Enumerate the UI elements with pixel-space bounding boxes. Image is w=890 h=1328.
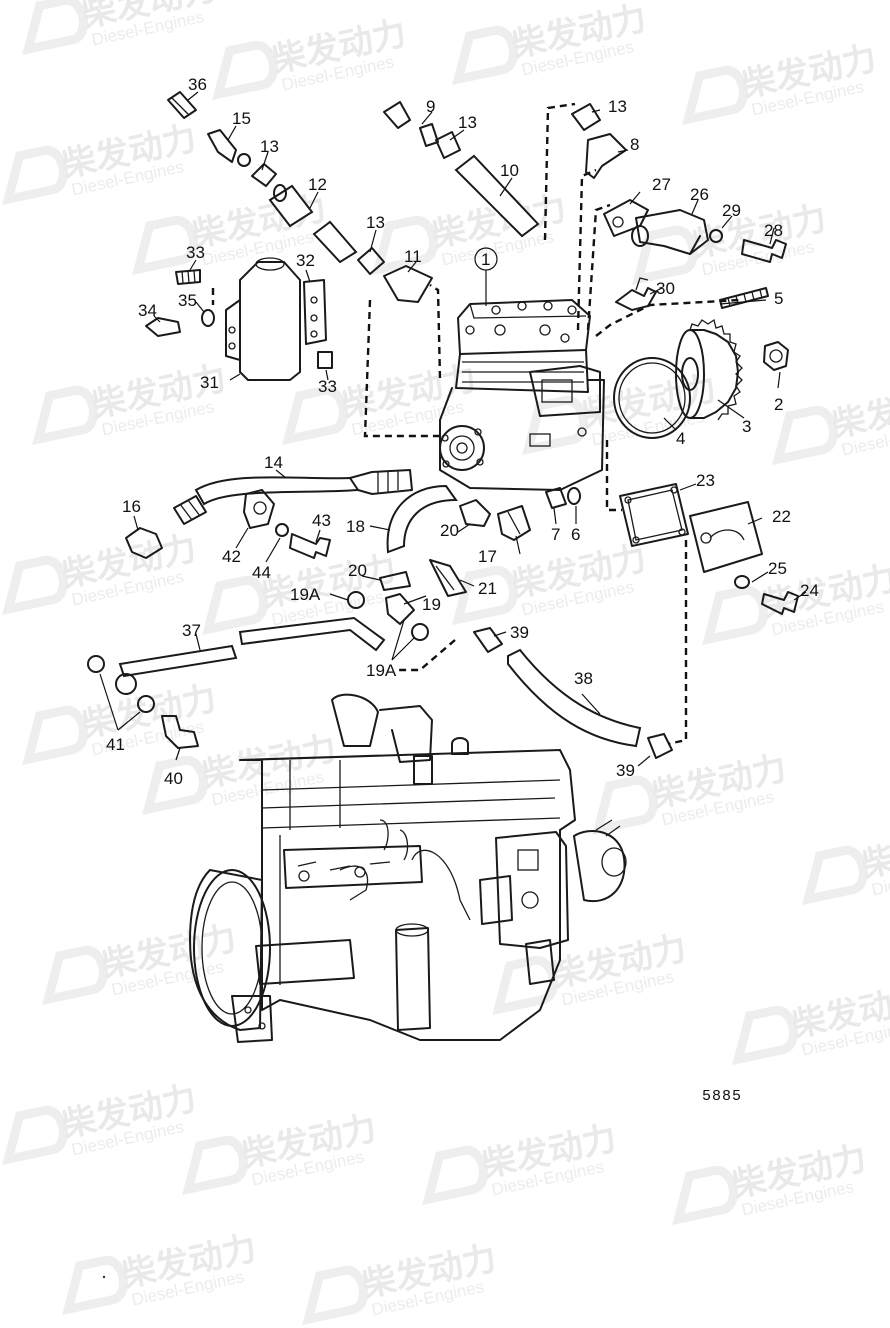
callout-18: 18	[346, 517, 365, 536]
callout-17: 17	[478, 547, 497, 566]
callout-31: 31	[200, 373, 219, 392]
watermark: 柴发动力 Diesel-Engines	[182, 1108, 380, 1196]
watermark: 柴发动力 Diesel-Engines	[2, 1078, 200, 1166]
callout-19a-top: 19A	[290, 585, 321, 604]
callout-5: 5	[774, 289, 783, 308]
watermark: 柴发动力 Diesel-Engines	[682, 38, 880, 126]
callout-25: 25	[768, 559, 787, 578]
callout-12: 12	[308, 175, 327, 194]
callout-34: 34	[138, 301, 157, 320]
callout-36: 36	[188, 75, 207, 94]
callout-43: 43	[312, 511, 331, 530]
air-compressor	[439, 299, 605, 491]
callout-32: 32	[296, 251, 315, 270]
watermark: 柴发动力 Diesel-Engines	[732, 978, 890, 1066]
callout-13-d: 13	[366, 213, 385, 232]
callout-33-top: 33	[186, 243, 205, 262]
callout-14: 14	[264, 453, 283, 472]
callout-13-a: 13	[458, 113, 477, 132]
callout-22: 22	[772, 507, 791, 526]
watermark: 柴发动力 Diesel-Engines	[22, 0, 220, 56]
callout-40: 40	[164, 769, 183, 788]
callout-38: 38	[574, 669, 593, 688]
callout-41: 41	[106, 735, 125, 754]
callout-29: 29	[722, 201, 741, 220]
callout-15: 15	[232, 109, 251, 128]
callout-44: 44	[252, 563, 271, 582]
watermark: 柴发动力 Diesel-Engines	[62, 1228, 260, 1316]
callout-26: 26	[690, 185, 709, 204]
callout-19a-bottom: 19A	[366, 661, 397, 680]
watermark: 柴发动力 Diesel-Engines	[452, 0, 650, 86]
watermark: 柴发动力 Diesel-Engines	[422, 1118, 620, 1206]
callout-20-bottom: 20	[348, 561, 367, 580]
callout-1: 1	[481, 250, 490, 269]
watermark: 柴发动力 Diesel-Engines	[302, 1238, 500, 1326]
hose-assembly-14	[125, 469, 413, 559]
engine-block-outline	[189, 693, 627, 1043]
hose-assembly-18	[347, 484, 581, 641]
callout-9: 9	[426, 97, 435, 116]
callout-13-b: 13	[608, 97, 627, 116]
callout-27: 27	[652, 175, 671, 194]
callout-16: 16	[122, 497, 141, 516]
callout-8: 8	[630, 135, 639, 154]
watermark: 柴发动力 Diesel-Engines	[2, 528, 200, 616]
callout-39-top: 39	[510, 623, 529, 642]
air-dryer-unit	[145, 257, 333, 381]
callout-24: 24	[800, 581, 819, 600]
assembly-lines	[211, 102, 741, 746]
watermark: 柴发动力 Diesel-Engines	[282, 358, 480, 446]
callout-4: 4	[676, 429, 685, 448]
callout-30: 30	[656, 279, 675, 298]
figure-number: 5885	[702, 1088, 742, 1105]
drive-gear-assembly	[613, 287, 789, 439]
leader-lines	[99, 91, 807, 767]
callout-39-bottom: 39	[616, 761, 635, 780]
callout-2: 2	[774, 395, 783, 414]
callout-21: 21	[478, 579, 497, 598]
callout-7: 7	[551, 525, 560, 544]
callout-11: 11	[404, 247, 422, 266]
callout-23: 23	[696, 471, 715, 490]
callout-3: 3	[742, 417, 751, 436]
outlet-fittings	[603, 199, 787, 311]
watermark: 柴发动力 Diesel-Engines	[802, 818, 890, 906]
callout-10: 10	[500, 161, 519, 180]
callout-28: 28	[764, 221, 783, 240]
callout-13-c: 13	[260, 137, 279, 156]
callout-19: 19	[422, 595, 441, 614]
callout-42: 42	[222, 547, 241, 566]
watermark: 柴发动力 Diesel-Engines	[772, 378, 890, 466]
callout-6: 6	[571, 525, 580, 544]
callout-33-bottom: 33	[318, 377, 337, 396]
speck	[102, 1275, 106, 1279]
watermark: 柴发动力 Diesel-Engines	[2, 118, 200, 206]
watermark: 柴发动力 Diesel-Engines	[212, 13, 410, 101]
callout-20-top: 20	[440, 521, 459, 540]
callout-35: 35	[178, 291, 197, 310]
callout-circle-1	[474, 247, 498, 271]
pipe-assembly-37-38	[87, 616, 673, 759]
callout-37: 37	[182, 621, 201, 640]
pipe-fittings-left	[167, 91, 627, 303]
cover-plates	[619, 483, 799, 615]
watermark: 柴发动力 Diesel-Engines	[672, 1138, 870, 1226]
watermark: 柴发动力 Diesel-Engines	[492, 928, 690, 1016]
callout-labels: 1 2 3 4 5 6 7 8 9 10 11 12 13 13 13 13 1…	[106, 75, 819, 788]
